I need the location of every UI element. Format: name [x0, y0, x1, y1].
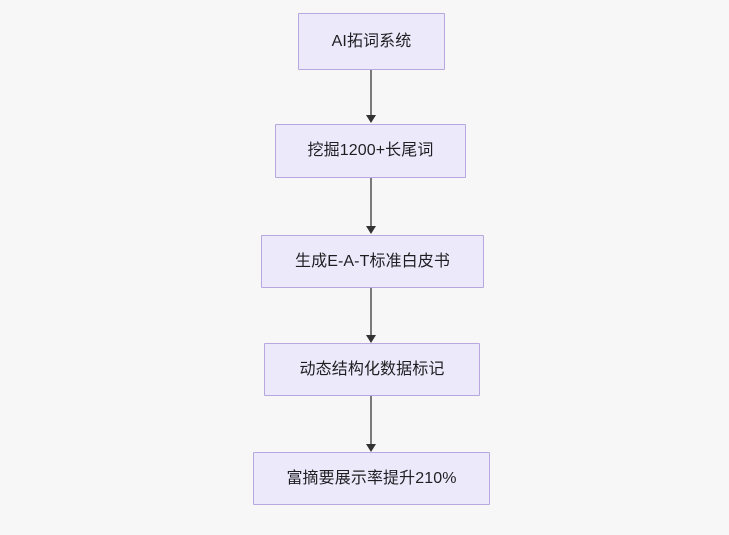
flowchart-node-label: 动态结构化数据标记 [299, 360, 445, 378]
flowchart-edge-n4-n5 [370, 396, 372, 445]
flowchart-edge-n1-n2 [370, 70, 372, 116]
flowchart-node-label: 挖掘1200+长尾词 [307, 142, 434, 159]
flowchart-edge-n3-n4 [370, 288, 372, 336]
flowchart-node-n3[interactable]: 生成E-A-T标准白皮书 [261, 235, 484, 288]
flowchart-edge-arrow-n1-n2 [366, 115, 376, 123]
flowchart-node-label: 生成E-A-T标准白皮书 [295, 252, 450, 270]
flowchart-node-n1[interactable]: AI拓词系统 [298, 13, 445, 70]
flowchart-node-n5[interactable]: 富摘要展示率提升210% [253, 452, 490, 505]
flowchart-edge-arrow-n2-n3 [366, 226, 376, 234]
flowchart-node-label: AI拓词系统 [331, 32, 412, 50]
flowchart-node-label: 富摘要展示率提升210% [286, 469, 457, 487]
flowchart-node-n2[interactable]: 挖掘1200+长尾词 [275, 124, 466, 178]
flowchart-edge-arrow-n4-n5 [366, 444, 376, 452]
flowchart-edge-arrow-n3-n4 [366, 335, 376, 343]
flowchart-node-n4[interactable]: 动态结构化数据标记 [264, 343, 480, 396]
flowchart-edge-n2-n3 [370, 178, 372, 227]
